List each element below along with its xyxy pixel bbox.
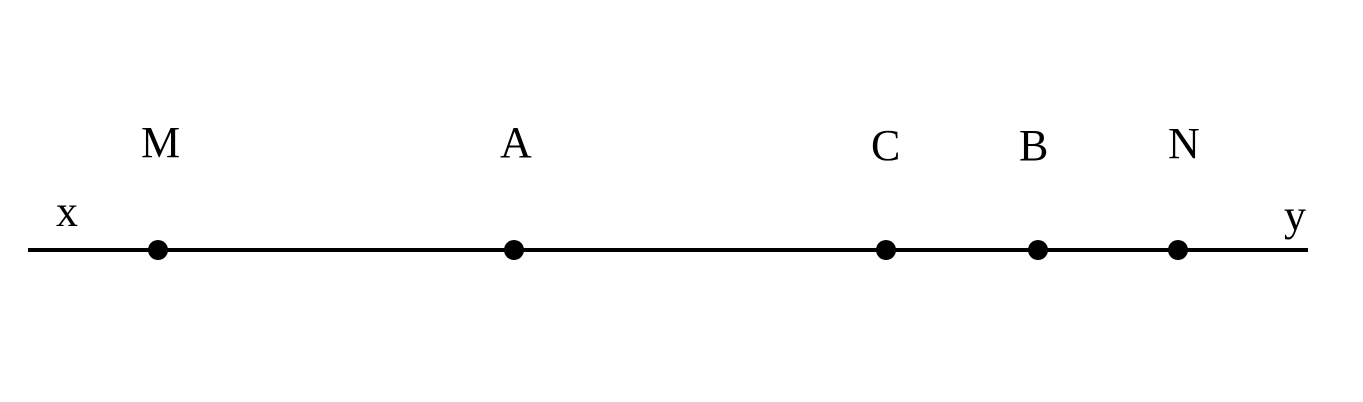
point-n (1168, 240, 1188, 260)
label-b: B (1019, 121, 1048, 170)
label-x: x (56, 187, 78, 236)
label-m: M (141, 118, 180, 167)
point-c (876, 240, 896, 260)
label-a: A (500, 118, 532, 167)
label-y: y (1284, 191, 1306, 240)
point-a (504, 240, 524, 260)
point-m (148, 240, 168, 260)
point-b (1028, 240, 1048, 260)
label-n: N (1168, 119, 1200, 168)
label-c: C (871, 121, 900, 170)
